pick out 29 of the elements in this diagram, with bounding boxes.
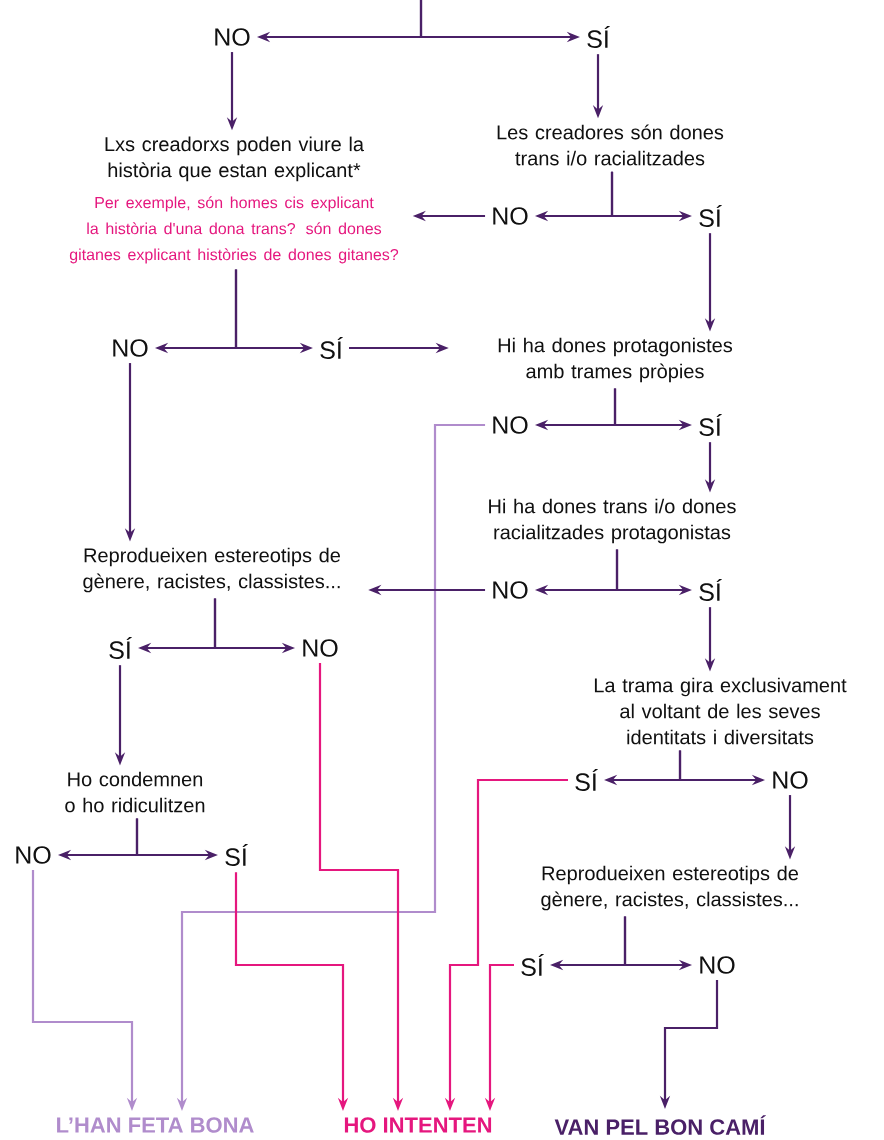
answer-label: SÍ bbox=[521, 954, 544, 976]
answer-label: SÍ bbox=[699, 414, 722, 436]
question-text: Lxs creadorxs poden viure la història que estan explicant* Per exemple, són homes cis explicant la història d'una dona trans? són dones gitanes explicant històries de dones gitanes? bbox=[69, 136, 399, 264]
answer-label: NO bbox=[215, 28, 250, 46]
answer-label: NO bbox=[700, 956, 735, 974]
question-text: Les creadores són dones trans i/o racialitzades bbox=[497, 124, 724, 166]
answer-label: NO bbox=[773, 771, 808, 789]
question-text: Hi ha dones protagonistes amb trames pròpies bbox=[498, 337, 733, 383]
answer-label: NO bbox=[493, 581, 528, 599]
answer-label: SÍ bbox=[575, 769, 598, 791]
answer-label: SÍ bbox=[699, 205, 722, 227]
question-text: Reprodueixen estereotips de gènere, racistes, classistes... bbox=[541, 865, 798, 911]
answer-label: SÍ bbox=[320, 337, 343, 359]
answer-label: SÍ bbox=[587, 26, 610, 48]
answer-label: SÍ bbox=[225, 844, 248, 866]
answer-label: NO bbox=[16, 846, 51, 864]
question-text: La trama gira exclusivament al voltant de les seves identitats i diversitats bbox=[594, 677, 847, 745]
question-text: Reprodueixen estereotips de gènere, racistes, classistes... bbox=[83, 547, 340, 593]
answer-label: SÍ bbox=[699, 579, 722, 601]
answer-label: NO bbox=[303, 639, 338, 657]
outcome-label: HO INTENTEN bbox=[344, 1117, 492, 1133]
answer-label: NO bbox=[493, 207, 528, 225]
answer-label: NO bbox=[113, 339, 148, 357]
question-text: Ho condemnen o ho ridiculitzen bbox=[65, 771, 205, 813]
answer-label: NO bbox=[493, 416, 528, 434]
outcome-label: L’HAN FETA BONA bbox=[57, 1117, 254, 1133]
outcome-label: VAN PEL BON CAMÍ bbox=[554, 1115, 766, 1135]
question-text: Hi ha dones trans i/o dones racialitzades protagonistas bbox=[489, 498, 736, 544]
answer-label: SÍ bbox=[109, 637, 132, 659]
